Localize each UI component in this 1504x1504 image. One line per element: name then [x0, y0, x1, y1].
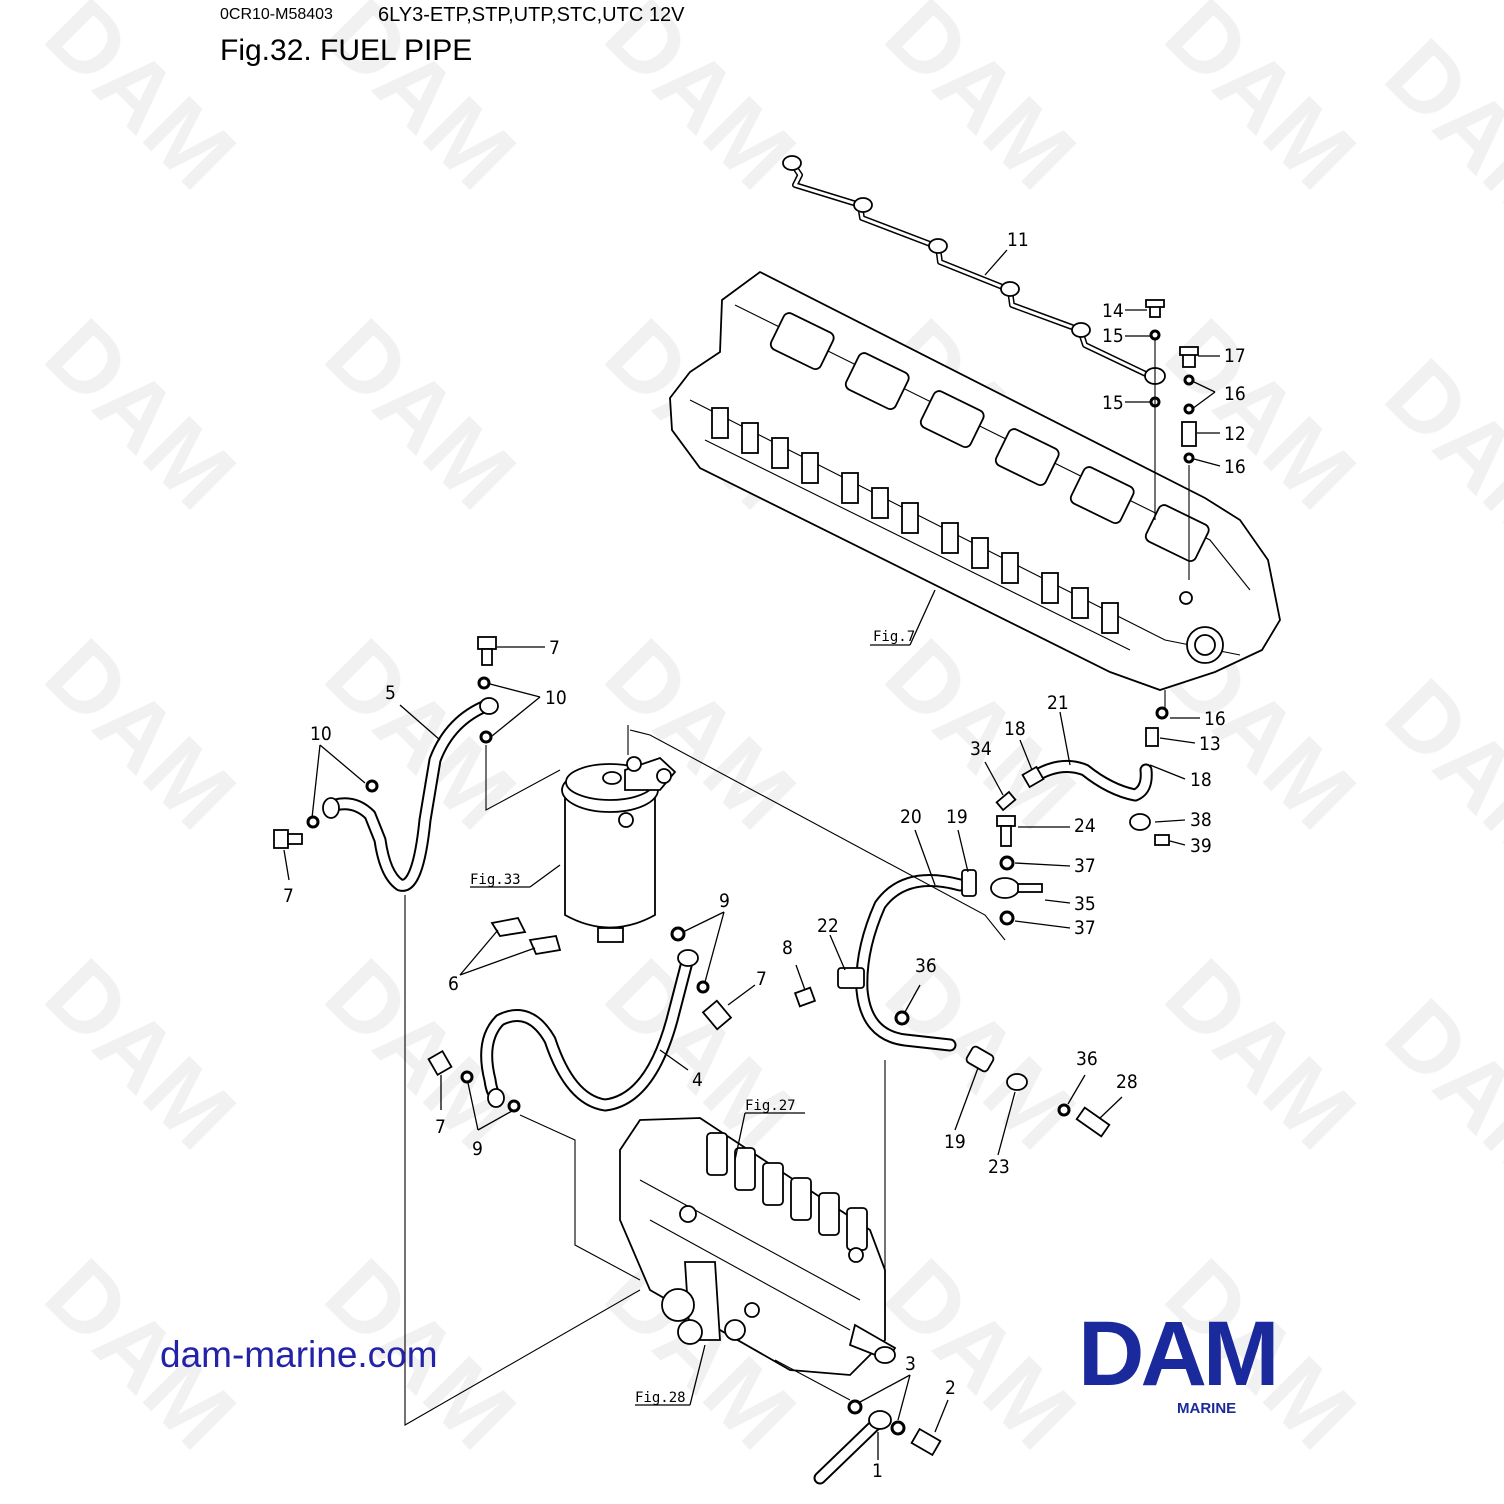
leader-lines — [283, 249, 1221, 1460]
fig-ref-27[interactable]: Fig.27 — [745, 1098, 796, 1114]
callout-17: 17 — [1224, 345, 1246, 367]
engine-model: 6LY3-ETP,STP,UTP,STC,UTC 12V — [378, 4, 685, 26]
callout-6: 6 — [448, 973, 459, 995]
callout-2: 2 — [945, 1377, 956, 1399]
watermark: DAM — [305, 299, 535, 529]
callout-36: 36 — [915, 955, 937, 977]
callout-19: 19 — [944, 1131, 966, 1153]
watermark: DAM — [25, 299, 255, 529]
callout-24: 24 — [1074, 815, 1096, 837]
figure-title: Fig.32. FUEL PIPE — [220, 34, 473, 67]
banjo-5a — [479, 697, 499, 715]
banjo-5b — [322, 797, 340, 819]
fig-ref-7[interactable]: Fig.7 — [873, 629, 915, 645]
callout-20: 20 — [900, 806, 922, 828]
callout-3: 3 — [905, 1353, 916, 1375]
website-link[interactable]: dam-marine.com — [160, 1334, 438, 1375]
banjo-4a — [677, 949, 699, 967]
callout-1: 1 — [872, 1460, 883, 1482]
cylinder-head — [669, 270, 1281, 691]
clip-6b — [528, 934, 562, 956]
clip-6a — [490, 916, 527, 937]
fig-ref-33[interactable]: Fig.33 — [470, 872, 521, 888]
doc-code: 0CR10-M58403 — [220, 6, 333, 23]
watermark: DAM — [25, 619, 255, 849]
callout-16: 16 — [1224, 383, 1246, 405]
callout-15: 15 — [1102, 392, 1124, 414]
callout-21: 21 — [1047, 692, 1069, 714]
callout-9: 9 — [719, 890, 730, 912]
hardware — [273, 636, 1170, 1457]
watermark: DAM — [305, 0, 535, 209]
watermark: DAM — [305, 939, 535, 1169]
leak-off-pipe — [782, 155, 1166, 385]
dam-marine-logo: DAM MARINE — [1078, 1303, 1280, 1417]
watermark: DAM — [25, 0, 255, 209]
callout-19: 19 — [946, 806, 968, 828]
callout-22: 22 — [817, 915, 839, 937]
callout-35: 35 — [1074, 893, 1096, 915]
watermark: DAM — [1145, 0, 1375, 209]
watermark: DAM — [1365, 19, 1504, 249]
watermark: DAM — [25, 939, 255, 1169]
callout-7: 7 — [435, 1116, 446, 1138]
callout-7: 7 — [283, 885, 294, 907]
callout-10: 10 — [310, 723, 332, 745]
callout-12: 12 — [1224, 423, 1246, 445]
watermark: DAM — [1145, 939, 1375, 1169]
callout-11: 11 — [1007, 229, 1029, 251]
watermark: DAM — [1365, 979, 1504, 1209]
callout-14: 14 — [1102, 300, 1124, 322]
callout-8: 8 — [782, 937, 793, 959]
callout-34: 34 — [970, 738, 992, 760]
logo-mark: DAM — [1078, 1303, 1276, 1405]
callout-10: 10 — [545, 687, 567, 709]
watermark: DAM — [865, 0, 1095, 209]
callout-36: 36 — [1076, 1048, 1098, 1070]
watermark: DAM — [1365, 659, 1504, 889]
callout-16: 16 — [1204, 708, 1226, 730]
callout-15: 15 — [1102, 325, 1124, 347]
callout-18: 18 — [1190, 769, 1212, 791]
callout-23: 23 — [988, 1156, 1010, 1178]
callout-16: 16 — [1224, 456, 1246, 478]
return-fitting-stack — [1145, 299, 1199, 580]
banjo-4b — [487, 1088, 505, 1108]
callout-37: 37 — [1074, 917, 1096, 939]
callout-38: 38 — [1190, 809, 1212, 831]
watermark: DAM — [585, 0, 815, 209]
fig-ref-28[interactable]: Fig.28 — [635, 1390, 686, 1406]
callout-13: 13 — [1199, 733, 1221, 755]
port-row — [711, 407, 1119, 634]
clamp-22 — [837, 967, 865, 989]
watermark: DAM — [1365, 339, 1504, 569]
injection-pump — [619, 1117, 897, 1376]
callout-5: 5 — [385, 682, 396, 704]
fuel-filter — [561, 725, 677, 943]
callout-37: 37 — [1074, 855, 1096, 877]
callout-9: 9 — [472, 1138, 483, 1160]
logo-subtitle: MARINE — [1177, 1400, 1236, 1417]
callout-39: 39 — [1190, 835, 1212, 857]
callout-4: 4 — [692, 1069, 703, 1091]
callout-7: 7 — [549, 637, 560, 659]
callout-7: 7 — [756, 968, 767, 990]
callout-28: 28 — [1116, 1071, 1138, 1093]
callout-18: 18 — [1004, 718, 1026, 740]
